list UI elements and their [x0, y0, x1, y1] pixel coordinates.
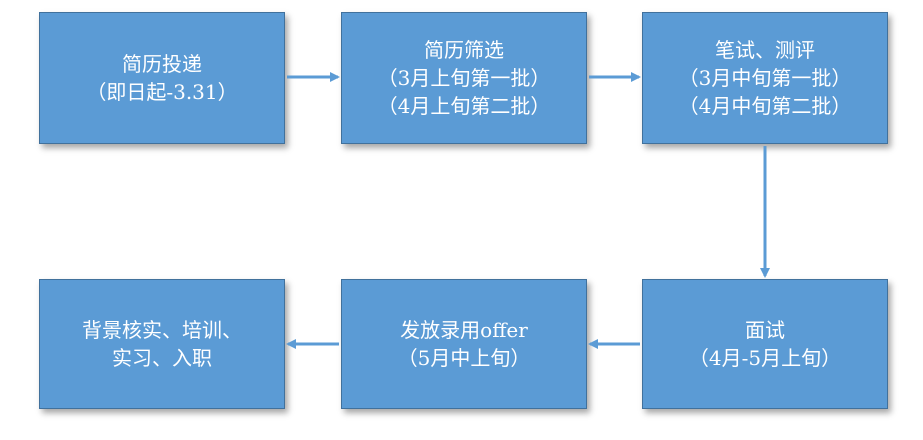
step-title-line-2: 实习、入职: [112, 346, 212, 370]
step-title: 面试: [745, 318, 785, 342]
step-date-batch-2: （4月上旬第二批）: [377, 94, 551, 118]
step-date: （5月中上旬）: [397, 346, 531, 370]
step-title: 笔试、测评: [715, 38, 815, 62]
step-date: （4月-5月上旬）: [688, 346, 842, 370]
step-background-check: 背景核实、培训、 实习、入职: [39, 279, 285, 409]
step-offer: 发放录用offer （5月中上旬）: [341, 279, 587, 409]
step-date-batch-2: （4月中旬第二批）: [678, 94, 852, 118]
step-title: 简历筛选: [424, 38, 504, 62]
step-date-batch-1: （3月中旬第一批）: [678, 66, 852, 90]
step-interview: 面试 （4月-5月上旬）: [642, 279, 888, 409]
step-resume-screening: 简历筛选 （3月上旬第一批） （4月上旬第二批）: [341, 12, 587, 144]
step-title: 简历投递: [122, 52, 202, 76]
step-date: （即日起-3.31）: [86, 80, 238, 104]
step-resume-submission: 简历投递 （即日起-3.31）: [39, 12, 285, 144]
step-title-line-1: 背景核实、培训、: [82, 318, 242, 342]
step-title: 发放录用offer: [400, 318, 528, 342]
step-date-batch-1: （3月上旬第一批）: [377, 66, 551, 90]
step-written-test: 笔试、测评 （3月中旬第一批） （4月中旬第二批）: [642, 12, 888, 144]
